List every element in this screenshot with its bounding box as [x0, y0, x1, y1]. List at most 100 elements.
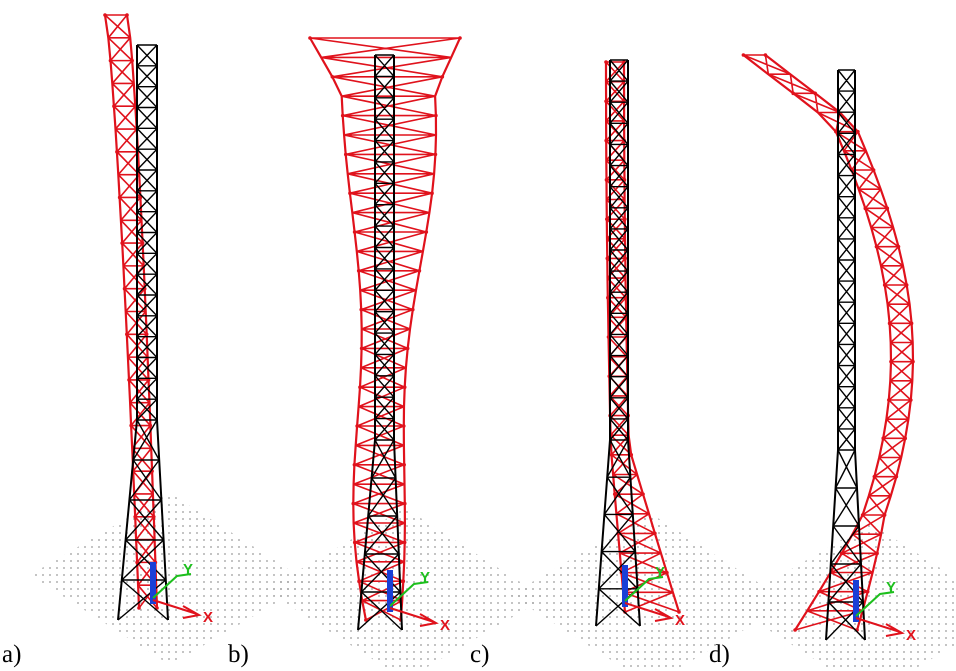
node-point: [125, 332, 129, 337]
undeformed-tower-bracing: [825, 69, 866, 641]
node-point: [405, 346, 410, 351]
node-point: [133, 514, 137, 519]
node-point: [791, 91, 795, 96]
ground-grid-icon: [730, 523, 956, 671]
panel-b: YX: [265, 36, 545, 671]
y-axis-arrow: [152, 573, 192, 599]
node-point: [604, 178, 609, 182]
node-point: [882, 283, 887, 287]
panel-c: YX: [510, 59, 790, 671]
node-point: [623, 217, 627, 221]
undeformed-tower-right-chord: [393, 55, 403, 631]
node-point: [355, 424, 359, 428]
undeformed-tower-bracing: [357, 54, 403, 631]
node-point: [606, 295, 610, 300]
node-point: [911, 359, 915, 364]
node-point: [417, 269, 422, 273]
node-point: [402, 540, 407, 545]
y-axis-arrow: [624, 576, 664, 602]
undeformed-tower: [825, 69, 866, 641]
node-point: [117, 195, 122, 200]
x-axis-label: X: [203, 609, 213, 626]
node-point: [813, 91, 817, 96]
node-point: [793, 628, 797, 632]
axis-triad-icon: YX: [387, 569, 450, 634]
node-point: [138, 195, 143, 200]
x-axis-arrow: [152, 599, 202, 619]
node-point: [410, 307, 415, 312]
y-axis-label: Y: [655, 564, 665, 581]
undeformed-tower-right-chord: [156, 45, 169, 621]
panel-d: YX: [730, 53, 956, 671]
node-point: [653, 531, 657, 536]
node-point: [352, 463, 357, 467]
node-point: [871, 168, 876, 172]
axis-triad-icon: YX: [150, 561, 213, 626]
undeformed-tower-bracing: [117, 44, 169, 621]
undeformed-tower-left-chord: [117, 45, 138, 621]
panel-label-b: b): [228, 641, 249, 668]
axis-triad-icon: YX: [853, 579, 916, 644]
node-point: [330, 75, 335, 79]
node-point: [359, 307, 364, 312]
node-point: [352, 230, 357, 234]
node-point: [903, 436, 908, 441]
node-point: [402, 501, 407, 506]
y-axis-label: Y: [183, 561, 193, 578]
node-point: [875, 551, 879, 556]
node-point: [863, 206, 868, 211]
node-point: [440, 75, 445, 79]
undeformed-tower-right-chord: [854, 70, 866, 641]
node-point: [356, 269, 361, 273]
node-point: [839, 551, 844, 556]
node-point: [127, 378, 131, 382]
node-point: [881, 436, 886, 441]
node-point: [340, 113, 345, 118]
node-point: [609, 453, 614, 457]
x-axis-label: X: [440, 617, 450, 634]
node-point: [364, 618, 368, 622]
node-point: [604, 60, 608, 64]
node-point: [909, 398, 913, 402]
undeformed-tower-left-chord: [595, 60, 611, 627]
x-axis-arrow: [624, 602, 674, 622]
y-axis-arrow: [389, 581, 429, 607]
node-point: [677, 610, 681, 614]
ground-grid-icon: [265, 508, 545, 671]
node-point: [834, 129, 838, 134]
node-point: [605, 217, 609, 221]
node-point: [872, 474, 877, 479]
panel-label-c: c): [470, 641, 489, 668]
node-point: [896, 244, 901, 249]
undeformed-tower: [595, 59, 641, 627]
node-point: [885, 206, 890, 211]
node-point: [904, 283, 909, 287]
node-point: [909, 321, 914, 326]
undeformed-tower-bracing: [595, 59, 641, 627]
node-point: [434, 113, 438, 118]
node-point: [148, 423, 153, 428]
node-point: [887, 321, 892, 326]
node-point: [357, 579, 361, 583]
node-point: [120, 241, 124, 245]
node-point: [401, 424, 406, 428]
node-point: [358, 385, 362, 390]
node-point: [135, 560, 139, 565]
node-point: [612, 492, 617, 496]
undeformed-tower: [117, 44, 169, 621]
panel-label-a: a): [2, 641, 21, 668]
undeformed-tower-right-chord: [627, 60, 641, 627]
node-point: [343, 152, 348, 157]
node-point: [605, 256, 610, 261]
node-point: [860, 513, 865, 517]
node-point: [889, 359, 893, 364]
node-point: [817, 589, 821, 594]
panel-label-d: d): [709, 641, 730, 668]
node-point: [125, 13, 129, 17]
node-point: [430, 191, 434, 195]
x-axis-label: X: [675, 612, 685, 629]
node-point: [629, 453, 634, 457]
node-point: [351, 501, 356, 506]
node-point: [763, 53, 768, 57]
undeformed-tower-left-chord: [825, 70, 839, 641]
